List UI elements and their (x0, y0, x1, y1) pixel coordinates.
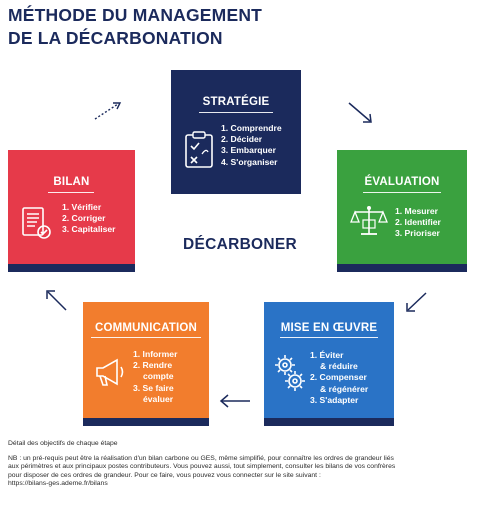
step-evaluation: ÉVALUATION 1. Mesurer 2. Identifier 3. P… (337, 150, 467, 272)
step-evaluation-list: 1. Mesurer 2. Identifier 3. Prioriser (395, 206, 441, 240)
step-bilan-title: BILAN (53, 176, 90, 188)
list-item: 2. Corriger (62, 213, 106, 224)
list-item: compte (143, 371, 174, 382)
step-strategie: STRATÉGIE 1. Comprendre 2. Décider 3. Em… (171, 70, 301, 194)
step-communication-underline (91, 337, 201, 338)
arrow-communication-to-bilan (46, 290, 67, 311)
list-item: 1. Éviter (310, 350, 344, 360)
title-line-1: MÉTHODE DU MANAGEMENT (8, 5, 263, 25)
list-item: 2. Identifier (395, 217, 441, 228)
step-strategie-underline (199, 112, 273, 113)
list-item: 2. Compenser (310, 372, 367, 383)
center-label: DÉCARBONER (182, 236, 298, 253)
scales-icon (350, 206, 388, 235)
list-item: 2. Rendre (133, 360, 173, 371)
step-strategie-title: STRATÉGIE (202, 96, 270, 108)
list-item: 3. Capitaliser (62, 224, 116, 235)
step-mise-en-oeuvre-list: 1. Éviter & réduire 2. Compenser & régén… (310, 350, 368, 406)
page-title: MÉTHODE DU MANAGEMENT DE LA DÉCARBONATIO… (8, 4, 468, 50)
arrow-evaluation-to-mise-en-oeuvre (406, 292, 427, 312)
arrow-strategie-to-evaluation (348, 102, 372, 123)
arrow-bilan-to-strategie (94, 102, 122, 120)
step-mise-en-oeuvre: MISE EN ŒUVRE 1. Éviter & réduire 2. Com… (264, 302, 394, 426)
step-evaluation-underline (363, 192, 441, 193)
step-bilan-band (8, 264, 135, 272)
list-item: 2. Décider (221, 134, 263, 145)
list-item: & réduire (320, 361, 358, 372)
list-item: 1. Comprendre (221, 123, 282, 133)
footer-url: https://bilans-ges.ademe.fr/bilans (8, 480, 108, 488)
step-mise-en-oeuvre-band (264, 418, 394, 426)
list-item: 1. Vérifier (62, 202, 102, 212)
footer-nb-line-2: aux périmètres et aux principaux postes … (8, 463, 396, 471)
arrow-mise-en-oeuvre-to-communication (219, 394, 250, 408)
step-strategie-list: 1. Comprendre 2. Décider 3. Embarquer 4.… (221, 123, 282, 168)
list-item: 3. Prioriser (395, 228, 440, 239)
step-bilan: BILAN 1. Vérifier 2. Corriger 3. Capital… (8, 150, 135, 272)
megaphone-icon (96, 358, 124, 386)
step-communication-title: COMMUNICATION (94, 322, 198, 334)
gears-icon (275, 355, 305, 391)
step-evaluation-title: ÉVALUATION (364, 176, 440, 188)
list-item: 3. Se faire (133, 382, 174, 393)
list-item: évaluer (143, 393, 174, 404)
list-item: 1. Mesurer (395, 206, 438, 216)
footer-nb-line-3: pour disposer de ces ordres de grandeur.… (8, 471, 321, 479)
footer-notes: Détail des objectifs de chaque étape NB … (8, 440, 470, 489)
step-bilan-underline (48, 192, 94, 193)
step-communication-band (83, 418, 209, 426)
list-item: 4. S'organiser (221, 156, 278, 167)
step-evaluation-band (337, 264, 467, 272)
list-item: & régénérer (320, 383, 369, 394)
title-line-2: DE LA DÉCARBONATION (8, 28, 223, 48)
list-item: 1. Informer (133, 349, 178, 359)
document-check-icon (22, 207, 51, 239)
list-item: 3. Embarquer (221, 145, 276, 156)
step-bilan-list: 1. Vérifier 2. Corriger 3. Capitaliser (62, 202, 116, 236)
step-communication-list: 1. Informer 2. Rendre compte 3. Se faire… (133, 349, 177, 405)
list-item: 3. S'adapter (310, 394, 359, 405)
clipboard-check-icon (185, 131, 213, 168)
step-mise-en-oeuvre-underline (280, 337, 378, 338)
step-mise-en-oeuvre-title: MISE EN ŒUVRE (280, 322, 378, 334)
footer-nb-line-1: NB : un pré-requis peut être la réalisat… (8, 454, 394, 462)
footer-caption: Détail des objectifs de chaque étape (8, 440, 118, 447)
step-communication: COMMUNICATION 1. Informer 2. Rendre comp… (83, 302, 209, 426)
